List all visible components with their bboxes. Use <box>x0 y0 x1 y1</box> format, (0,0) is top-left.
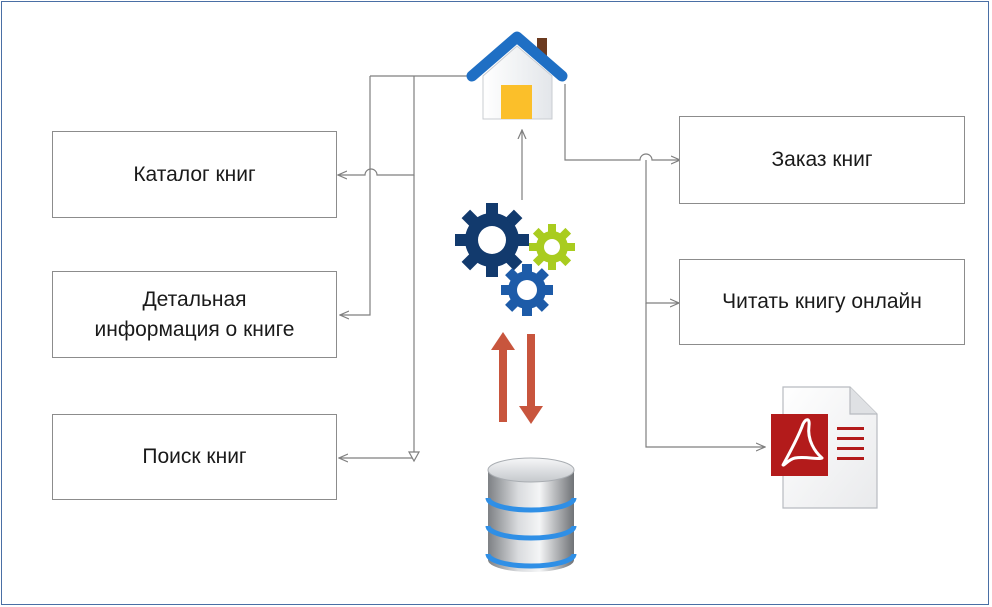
pdf-document-icon <box>771 386 878 509</box>
box-book-details: Детальная информация о книге <box>52 271 337 358</box>
box-book-catalog: Каталог книг <box>52 131 337 218</box>
sync-arrows-icon <box>491 332 543 424</box>
box-book-search: Поиск книг <box>52 414 337 500</box>
home-icon <box>466 31 568 120</box>
box-book-search-label: Поиск книг <box>142 445 247 468</box>
down-arrow-head <box>407 451 421 463</box>
box-book-order-label: Заказ книг <box>771 148 873 171</box>
box-book-catalog-label: Каталог книг <box>133 162 256 186</box>
box-read-online: Читать книгу онлайн <box>679 259 965 345</box>
box-read-online-label: Читать книгу онлайн <box>722 290 922 313</box>
box-book-details-label: Детальная информация о книге <box>94 287 295 341</box>
connector-lines <box>338 75 765 458</box>
database-icon <box>485 457 577 572</box>
gears-icon <box>455 203 575 316</box>
box-book-order: Заказ книг <box>679 116 965 204</box>
